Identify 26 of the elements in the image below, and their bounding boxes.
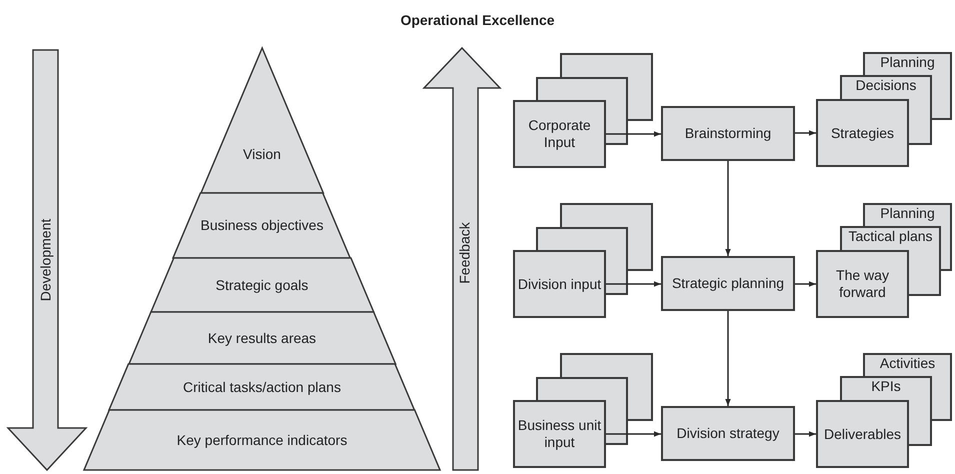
arrow	[795, 281, 816, 287]
title: Operational Excellence	[399, 11, 556, 30]
pyramid-level: Critical tasks/action plans	[109, 364, 415, 410]
arrow	[606, 431, 661, 437]
process-box: Division strategy	[661, 406, 795, 461]
arrow	[795, 130, 816, 136]
arrow	[795, 431, 816, 437]
pyramid-level: Strategic goals	[150, 258, 374, 312]
block-arrow: Development	[8, 50, 86, 470]
pyramid-level: Key results areas	[128, 312, 396, 364]
block-arrow: Feedback	[424, 48, 500, 470]
pyramid-level: Vision	[200, 48, 324, 193]
stacked-boxes: Corporate Input	[513, 53, 653, 168]
pyramid-level: Key performance indicators	[84, 410, 440, 470]
arrow	[606, 281, 661, 287]
stacked-boxes: Planning Tactical plans The way forward	[816, 203, 952, 319]
pyramid-level: Business objectives	[173, 193, 351, 258]
stacked-boxes: Business unit input	[513, 353, 653, 468]
process-box: Strategic planning	[661, 256, 795, 311]
stacked-boxes: Activities KPIs Deliverables	[816, 353, 952, 468]
stacked-boxes: Division input	[513, 203, 653, 319]
stacked-boxes: Planning Decisions Strategies	[816, 52, 952, 167]
arrow	[725, 311, 731, 406]
process-box: Brainstorming	[661, 106, 795, 161]
arrow	[606, 131, 661, 137]
arrow	[725, 161, 731, 256]
